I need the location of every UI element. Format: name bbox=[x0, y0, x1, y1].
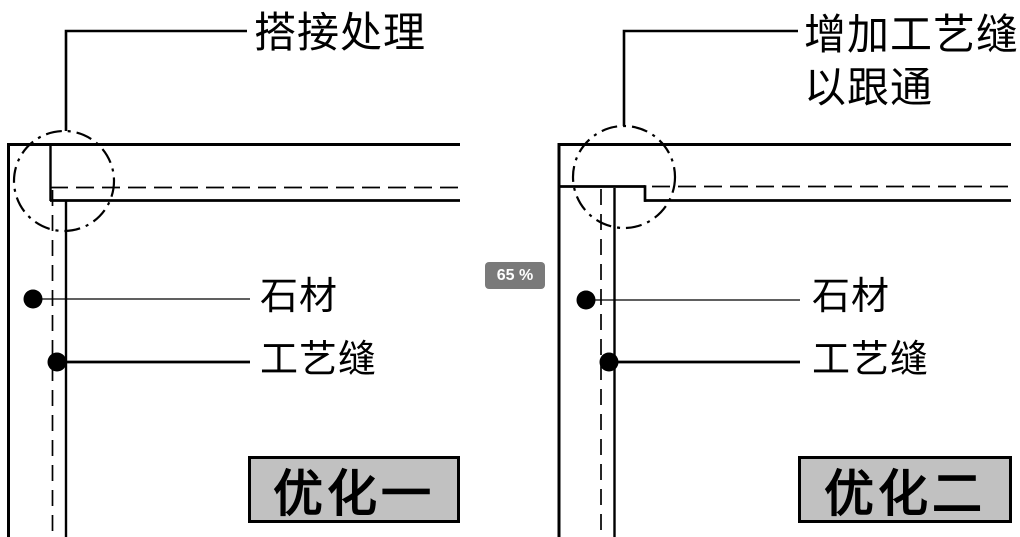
zoom-level-badge: 65 % bbox=[485, 262, 545, 289]
left-detail-drawing bbox=[7, 29, 460, 537]
left-seam-label: 工艺缝 bbox=[260, 339, 378, 381]
right-callout-label-line2: 以跟通 bbox=[804, 64, 934, 111]
right-seam-label: 工艺缝 bbox=[812, 339, 930, 381]
right-caption-box: 优化二 bbox=[798, 456, 1012, 523]
left-stone-label: 石材 bbox=[260, 276, 339, 318]
left-detail-circle bbox=[12, 129, 116, 233]
right-stone-label: 石材 bbox=[812, 276, 891, 318]
right-callout-label-line1: 增加工艺缝 bbox=[804, 11, 1020, 58]
right-caption-text: 优化二 bbox=[824, 465, 986, 522]
left-caption-box: 优化一 bbox=[248, 456, 460, 523]
zoom-level-text: 65 % bbox=[496, 266, 534, 284]
left-caption-text: 优化一 bbox=[273, 465, 435, 522]
left-callout-label: 搭接处理 bbox=[254, 9, 427, 56]
right-detail-circle bbox=[571, 124, 677, 230]
right-detail-drawing bbox=[557, 29, 1011, 537]
right-callout-leader bbox=[622, 29, 798, 126]
left-callout-leader bbox=[64, 29, 247, 131]
